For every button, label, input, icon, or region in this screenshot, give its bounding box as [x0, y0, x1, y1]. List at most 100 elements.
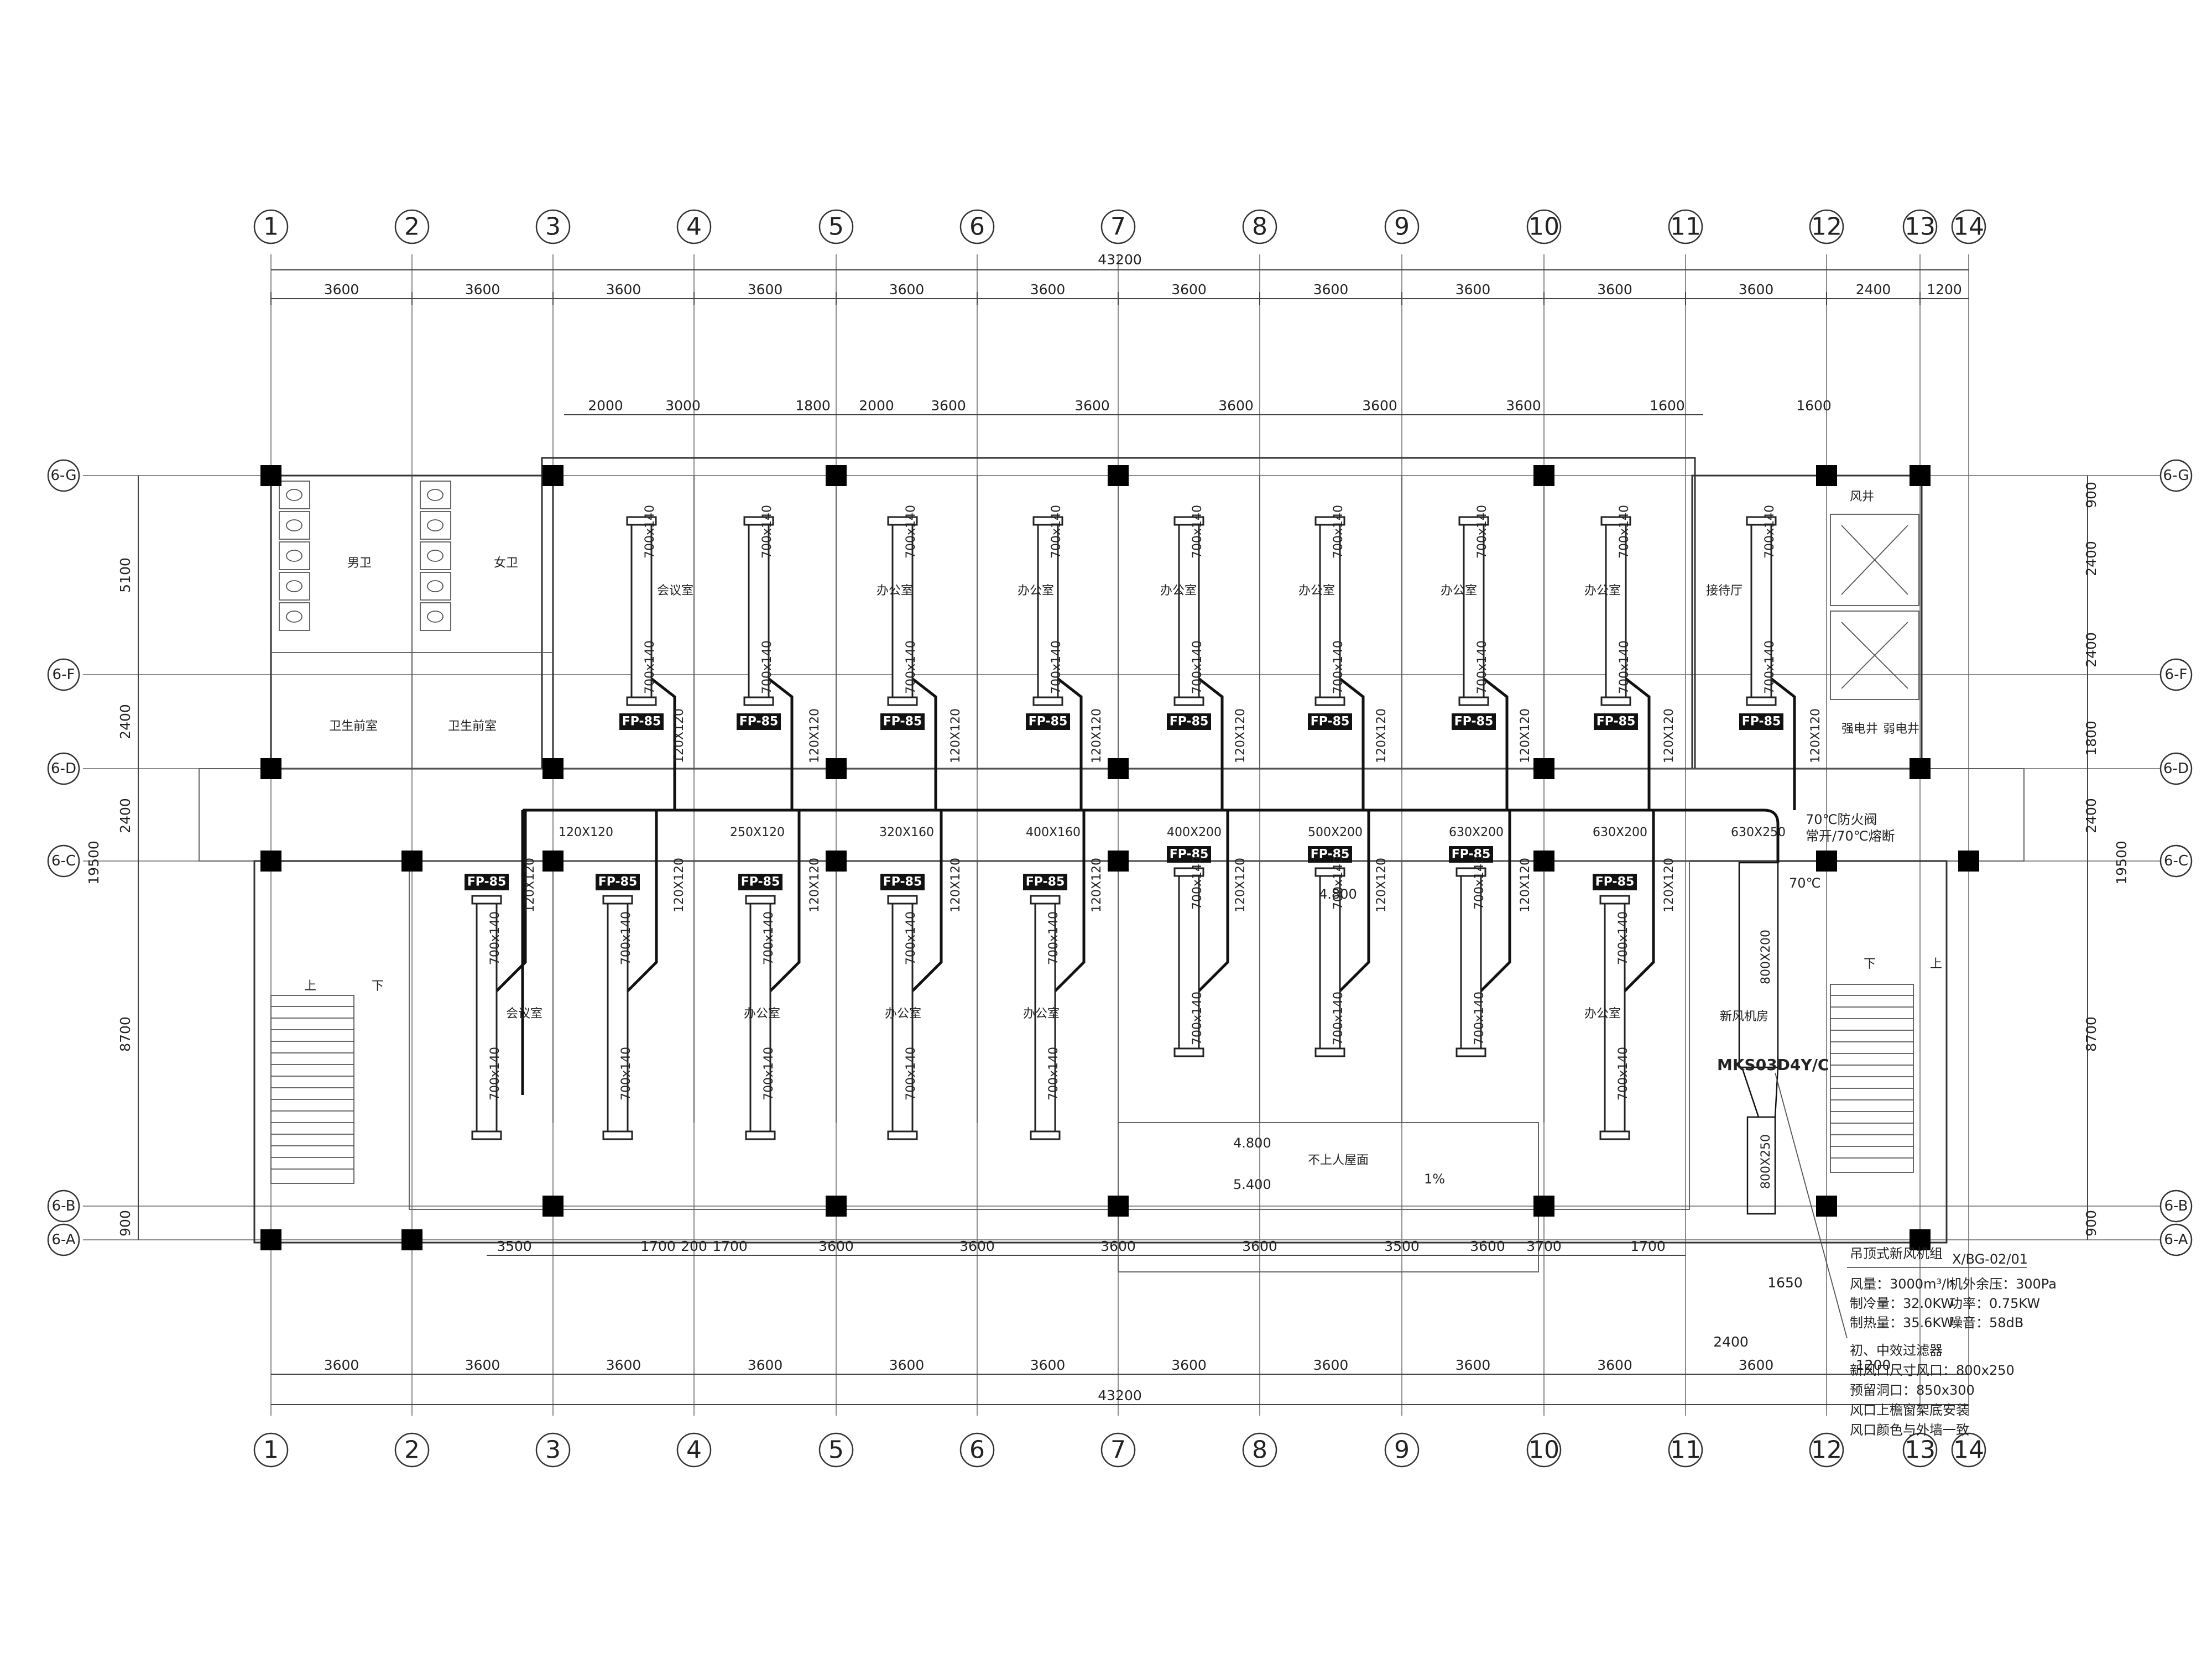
room-meeting-upper: 会议室 — [657, 584, 693, 598]
equip-note-1: 新风口尺寸风口：800x250 — [1850, 1363, 2015, 1378]
elevator-2-x2 — [1841, 622, 1908, 689]
bay-dim-bottom-8: 3600 — [1455, 1357, 1491, 1373]
room-fresh-air: 新风机房 — [1720, 1010, 1768, 1024]
fcu-upper-0-grille-top — [626, 516, 657, 526]
axis-label-left-6-D: 6-D — [51, 760, 76, 777]
bay-dim-bottom-10: 3600 — [1739, 1357, 1774, 1373]
axis-label-left-6-C: 6-C — [51, 853, 76, 869]
fcu-upper-3-grille-bottom — [1032, 696, 1063, 706]
fcu-lower-8-size-1: 700x140 — [1616, 911, 1630, 965]
main-duct-size-5: 500X200 — [1308, 826, 1363, 839]
axis-label-left-6-A: 6-A — [51, 1232, 75, 1248]
fcu-lower-6-tag — [1308, 846, 1352, 863]
lower-sub-dim-13: 2400 — [1713, 1334, 1749, 1350]
upper-sub-dim-5: 3600 — [1074, 398, 1110, 414]
room-shaft: 风井 — [1850, 490, 1874, 504]
axis-bubble-right-6-B — [2159, 1190, 2193, 1223]
fcu-lower-1-label: FP-85 — [598, 875, 638, 889]
riser-size-upper-0: 120X120 — [672, 708, 686, 763]
riser-size-lower-7: 120X120 — [1519, 858, 1532, 912]
fcu-upper-6-tag — [1452, 713, 1496, 730]
side-dim-right-3: 1800 — [2083, 721, 2099, 756]
fcu-upper-1-size-2: 700x140 — [760, 640, 774, 694]
room-roof-note: 不上人屋面 — [1308, 1154, 1369, 1167]
axis-bubble-top-8 — [1242, 209, 1277, 244]
axis-bubble-top-1 — [253, 209, 289, 244]
fcu-upper-6-grille-bottom — [1458, 696, 1489, 706]
axis-bubble-bottom-2 — [394, 1432, 430, 1468]
riser-size-lower-0: 120X120 — [523, 858, 537, 912]
fcu-lower-8-grille-bottom — [1599, 1130, 1630, 1140]
toilet-men-1 — [286, 519, 302, 531]
riser-size-upper-7: 120X120 — [1662, 708, 1676, 763]
riser-size-upper-3: 120X120 — [1090, 708, 1104, 763]
main-duct-size-7: 630X200 — [1593, 826, 1647, 839]
column-14 — [401, 851, 422, 872]
bay-dim-top-0: 3600 — [324, 281, 359, 298]
fcu-upper-7-label: FP-85 — [1597, 715, 1636, 729]
fcu-upper-1-tag — [737, 713, 781, 730]
axis-bubble-left-6-G — [47, 459, 80, 492]
axis-label-top-7: 7 — [1110, 213, 1126, 241]
column-25 — [1816, 1196, 1837, 1217]
room-office-upper-4: 办公室 — [1441, 584, 1477, 598]
equip-row-2-a: 制热量：35.6KW — [1850, 1315, 1954, 1331]
column-20 — [1958, 851, 1979, 872]
fcu-lower-3-size-1: 700x140 — [904, 911, 918, 965]
fcu-lower-7-grille-bottom — [1455, 1047, 1486, 1057]
side-dim-left-4: 900 — [117, 1210, 133, 1237]
toilet-women-1 — [427, 519, 444, 531]
axis-label-bottom-9: 9 — [1394, 1436, 1410, 1464]
duct-layer — [494, 676, 1796, 1215]
axis-bubble-bottom-10 — [1526, 1432, 1562, 1468]
axis-bubble-right-6-F — [2159, 658, 2193, 691]
axis-bubble-bottom-11 — [1668, 1432, 1703, 1468]
axis-bubble-left-6-C — [47, 844, 80, 878]
bay-dim-top-10: 3600 — [1739, 281, 1774, 298]
unit-transition-2 — [1774, 1067, 1779, 1118]
axis-label-right-6-B: 6-B — [2164, 1198, 2188, 1214]
axis-label-top-4: 4 — [686, 213, 702, 241]
axis-label-right-6-C: 6-C — [2164, 853, 2188, 869]
lower-sub-dim-9: 3700 — [1526, 1238, 1562, 1254]
lower-sub-dim-0: 3500 — [497, 1238, 532, 1254]
fcu-upper-3-size-1: 700x140 — [1050, 505, 1063, 559]
column-3 — [1108, 465, 1129, 486]
fcu-lower-0-grille-bottom — [471, 1130, 502, 1140]
bay-dim-bottom-2: 3600 — [606, 1357, 641, 1373]
axis-label-top-14: 14 — [1953, 213, 1984, 241]
elevation-3: 4.800 — [1319, 886, 1357, 902]
stall-women-1 — [420, 511, 451, 540]
axis-bubble-bottom-5 — [818, 1432, 854, 1468]
room-wash-2: 卫生前室 — [448, 719, 497, 733]
stair-left — [270, 995, 354, 1184]
fcu-upper-4-size-2: 700x140 — [1191, 640, 1204, 694]
stall-women-4 — [420, 602, 451, 631]
fcu-upper-8-size-2: 700x140 — [1763, 640, 1777, 694]
axis-bubble-top-3 — [535, 209, 571, 244]
column-9 — [826, 758, 847, 779]
column-15 — [542, 851, 564, 872]
column-4 — [1533, 465, 1554, 486]
bay-dim-top-5: 3600 — [1030, 281, 1066, 298]
fcu-upper-5-size-1: 700x140 — [1332, 505, 1345, 559]
fcu-upper-4-grille-top — [1173, 516, 1204, 526]
lower-riser-5 — [1196, 810, 1229, 994]
fcu-upper-3-size-2: 700x140 — [1050, 640, 1063, 694]
column-2 — [826, 465, 847, 486]
fcu-lower-6-body — [1319, 867, 1341, 1057]
axis-label-left-6-G: 6-G — [50, 467, 76, 484]
side-dim-right-6: 900 — [2083, 1210, 2099, 1237]
fcu-lower-7-grille-top — [1455, 867, 1486, 877]
lower-riser-4 — [1052, 810, 1086, 994]
axis-label-bottom-4: 4 — [686, 1436, 702, 1464]
vertical-duct-800x250 — [1746, 1116, 1776, 1215]
bay-dim-top-11: 2400 — [1856, 281, 1891, 298]
equip-note-3: 风口上檐窗架底安装 — [1850, 1402, 1969, 1418]
fcu-lower-2-label: FP-85 — [741, 875, 780, 889]
toilet-men-2 — [286, 550, 302, 562]
fcu-lower-7-size-1: 700x140 — [1473, 856, 1486, 910]
lower-sub-dim-3: 1700 — [712, 1238, 748, 1254]
column-23 — [1108, 1196, 1129, 1217]
